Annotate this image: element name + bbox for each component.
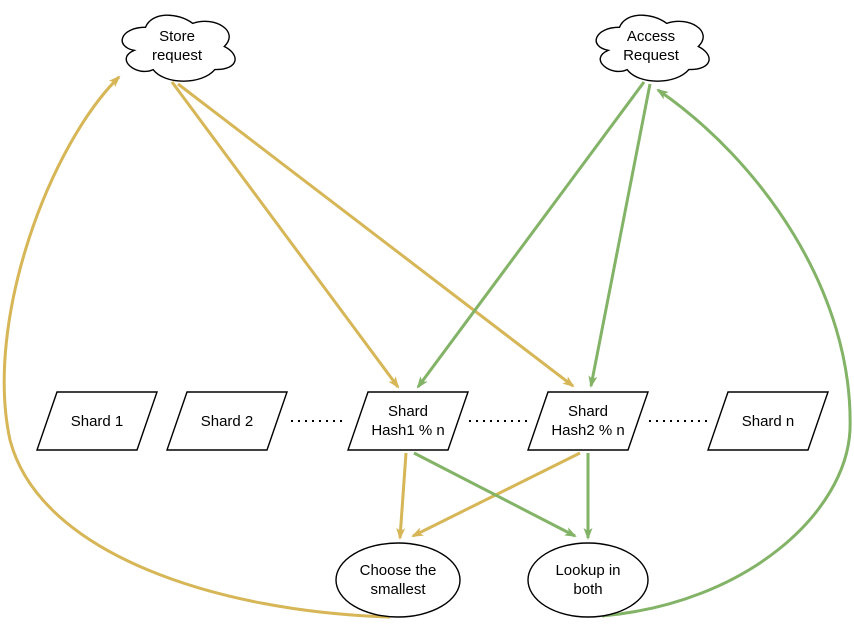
edge-hash1-to-choose-smallest: [396, 452, 408, 540]
node-shard-n: [707, 391, 829, 451]
node-shard-hash1: [347, 391, 469, 451]
node-choose-smallest: [335, 542, 461, 618]
edge-hash1-to-lookup-both: [413, 451, 577, 538]
edge-store-to-hash2: [177, 82, 575, 388]
edge-access-to-hash1: [416, 81, 646, 389]
node-access-request-cloud: [595, 14, 710, 82]
edge-access-to-hash2: [588, 83, 652, 388]
edge-lookup-both-to-access: [601, 88, 852, 618]
node-shard-hash2: [527, 391, 649, 451]
edge-store-to-hash1: [170, 81, 400, 389]
edge-choose-smallest-to-store: [2, 75, 391, 619]
node-lookup-both: [527, 542, 649, 618]
node-shard-1: [36, 391, 158, 451]
node-store-request-cloud: [121, 14, 236, 82]
node-shard-2: [166, 391, 288, 451]
